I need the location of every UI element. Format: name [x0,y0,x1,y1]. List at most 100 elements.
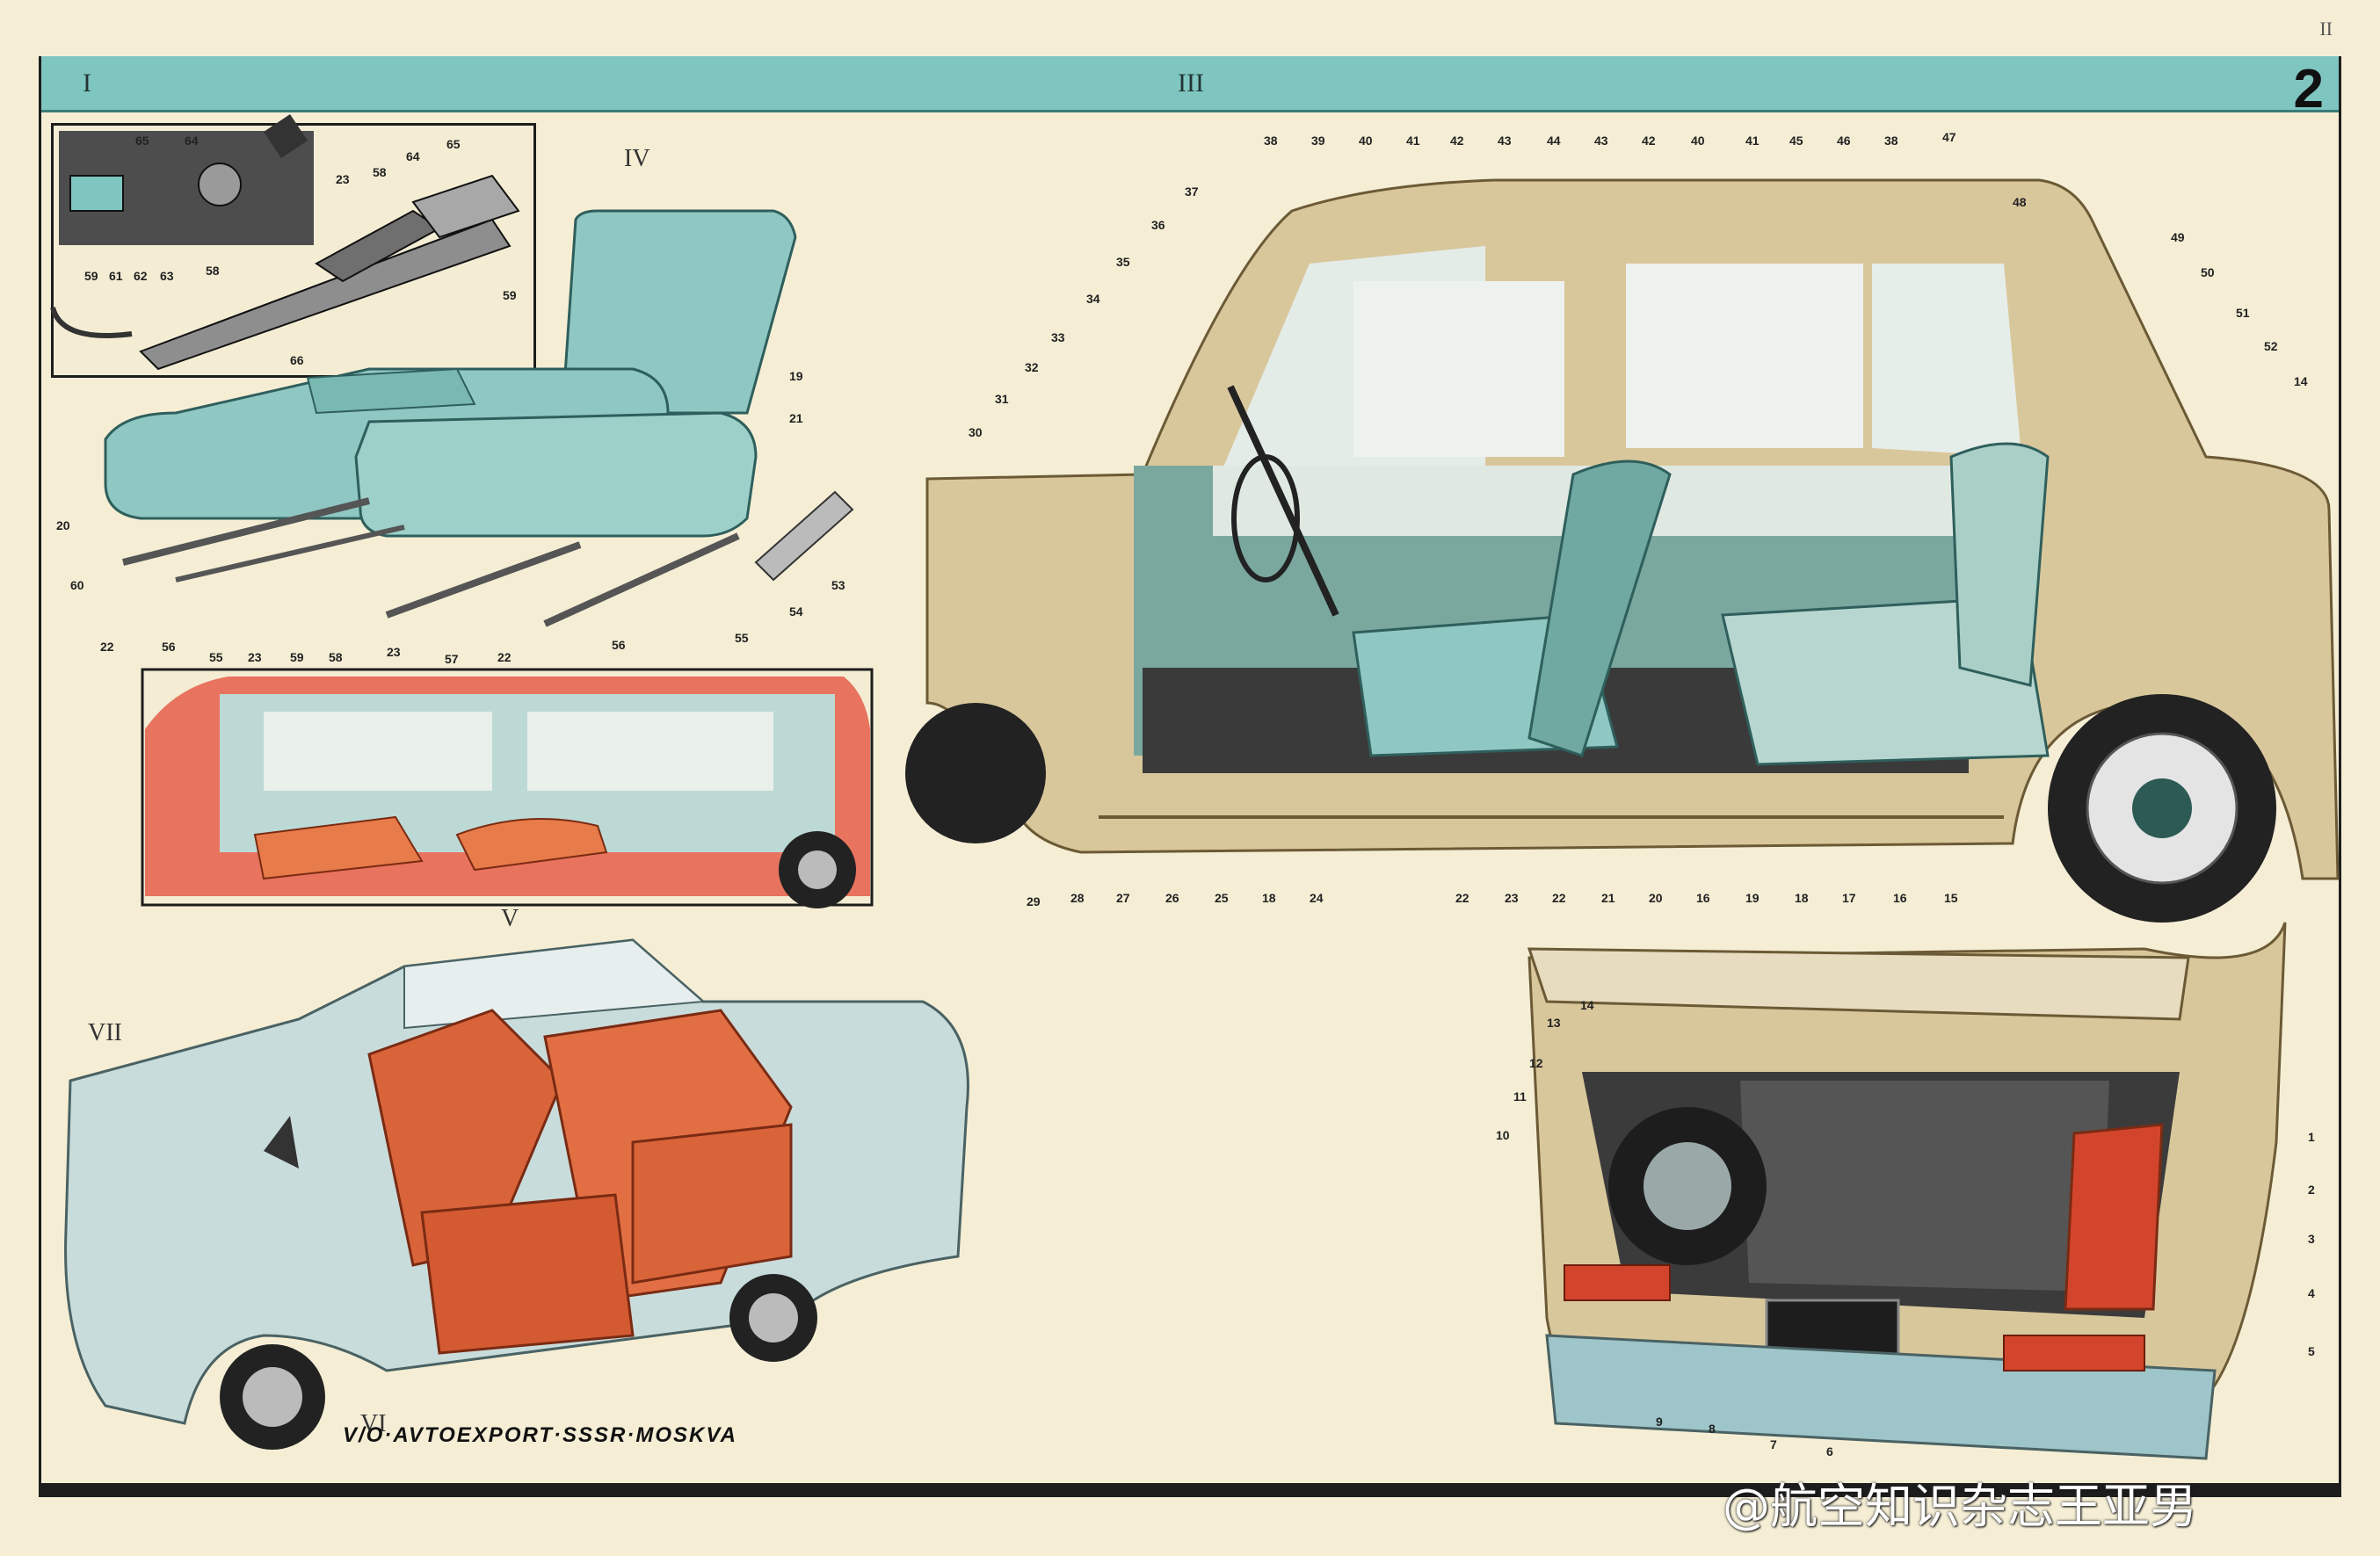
callout-label: 23 [387,645,401,659]
callout-label: 36 [1151,218,1165,232]
callout-label: 41 [1745,134,1760,148]
callout-label: 19 [1745,891,1760,905]
section-label-iii: III [1178,69,1204,98]
callout-label: 41 [1406,134,1420,148]
callout-label: 49 [2171,230,2185,244]
callout-label: 48 [2013,195,2027,209]
callout-label: 24 [1310,891,1324,905]
callout-label: 65 [446,137,461,151]
callout-label: 2 [2308,1183,2315,1197]
callout-label: 62 [134,269,148,283]
callout-label: 19 [789,369,803,383]
callout-label: 50 [2201,265,2215,279]
callout-label: 53 [831,578,845,592]
callout-label: 16 [1696,891,1710,905]
callout-label: 25 [1215,891,1229,905]
callout-label: 38 [1884,134,1898,148]
callout-label: 47 [1942,130,1956,144]
callout-label: 46 [1837,134,1851,148]
callout-label: 37 [1185,185,1199,199]
callout-label: 14 [1580,998,1594,1012]
callout-label: 57 [445,652,459,666]
callout-label: 38 [1264,134,1278,148]
callout-label: 4 [2308,1286,2315,1300]
callout-label: 61 [109,269,123,283]
section-label-iv: IV [624,145,650,172]
watermark: @航空知识杂志王亚男 [1723,1479,2197,1534]
callout-label: 35 [1116,255,1130,269]
callout-label: 1 [2308,1130,2315,1144]
callout-label: 5 [2308,1344,2315,1358]
callout-label: 18 [1795,891,1809,905]
callout-label: 65 [135,134,149,148]
callout-label: 40 [1691,134,1705,148]
callout-label: 60 [70,578,84,592]
callout-label: 58 [206,264,220,278]
callout-label: 14 [2294,374,2308,388]
front-seats-drawing [104,209,854,627]
callout-label: 18 [1262,891,1276,905]
callout-label: 64 [185,134,199,148]
callout-label: 6 [1826,1444,1833,1458]
callout-label: 66 [290,353,304,367]
callout-label: 22 [497,650,512,664]
callout-label: 42 [1450,134,1464,148]
callout-label: 20 [56,518,70,532]
callout-label: 23 [336,172,350,186]
callout-label: 63 [160,269,174,283]
callout-label: 54 [789,604,803,619]
red-car-cutaway-drawing [141,668,874,908]
corner-mark: II [2319,18,2333,40]
callout-label: 28 [1070,891,1085,905]
rear-trunk-drawing [1527,922,2287,1460]
callout-label: 59 [84,269,98,283]
callout-label: 42 [1642,134,1656,148]
callout-label: 51 [2236,306,2250,320]
header-band: I III 2 [39,56,2341,119]
callout-label: 21 [1601,891,1615,905]
beige-car-cutaway-drawing [905,178,2340,923]
publisher-credit: V/O·AVTOEXPORT·SSSR·MOSKVA [343,1423,737,1447]
callout-label: 3 [2308,1232,2315,1246]
callout-label: 21 [789,411,803,425]
callout-label: 40 [1359,134,1373,148]
callout-label: 43 [1498,134,1512,148]
callout-label: 56 [162,640,176,654]
section-label-i: I [83,69,91,98]
callout-label: 23 [248,650,262,664]
callout-label: 33 [1051,330,1065,344]
section-label-vii: VII [88,1019,122,1046]
callout-label: 26 [1165,891,1179,905]
callout-label: 12 [1529,1056,1543,1070]
callout-label: 20 [1649,891,1663,905]
callout-label: 16 [1893,891,1907,905]
callout-label: 17 [1842,891,1856,905]
callout-label: 9 [1656,1415,1663,1429]
callout-label: 30 [969,425,983,439]
callout-label: 23 [1505,891,1519,905]
callout-label: 27 [1116,891,1130,905]
sheet-number: 2 [2293,59,2324,119]
callout-label: 52 [2264,339,2278,353]
callout-label: 43 [1594,134,1608,148]
callout-label: 10 [1496,1128,1510,1142]
callout-label: 7 [1770,1437,1777,1451]
callout-label: 32 [1025,360,1039,374]
callout-label: 59 [290,650,304,664]
callout-label: 22 [1455,891,1469,905]
callout-label: 31 [995,392,1009,406]
callout-label: 29 [1027,894,1041,908]
callout-label: 13 [1547,1016,1561,1030]
callout-label: 45 [1789,134,1803,148]
callout-label: 15 [1944,891,1958,905]
callout-label: 44 [1547,134,1561,148]
callout-label: 34 [1086,292,1100,306]
seat-rail-drawing [50,114,520,371]
callout-label: 56 [612,638,626,652]
callout-label: 39 [1311,134,1325,148]
callout-label: 55 [735,631,749,645]
callout-label: 55 [209,650,223,664]
section-label-vi: VI [360,1410,387,1437]
callout-label: 8 [1709,1422,1716,1436]
